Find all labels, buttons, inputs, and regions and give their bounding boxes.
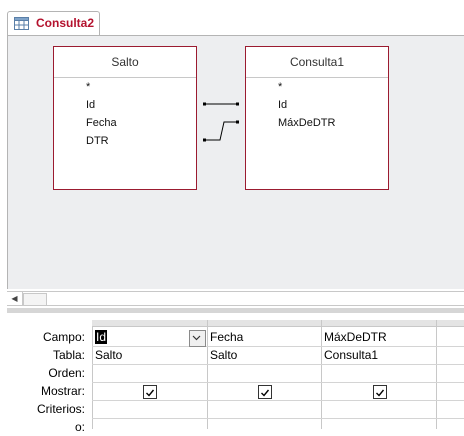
check-icon [261, 389, 270, 397]
row-label-o: o: [74, 420, 85, 434]
grid-cell-criterios-1[interactable] [92, 400, 209, 418]
pane-splitter[interactable] [7, 308, 464, 313]
grid-cell-orden-3[interactable] [321, 364, 439, 382]
grid-row-divider [92, 400, 464, 401]
mostrar-checkbox-2[interactable] [258, 385, 272, 399]
field-item-fecha[interactable]: Fecha [86, 117, 117, 129]
field-list-title[interactable]: Consulta1 [246, 47, 388, 78]
check-icon [376, 389, 385, 397]
grid-divider [321, 320, 322, 429]
campo-value[interactable]: Id [95, 330, 108, 344]
mostrar-checkbox-1[interactable] [143, 385, 157, 399]
grid-cell-orden-1[interactable] [92, 364, 209, 382]
row-label-tabla: Tabla: [52, 348, 85, 362]
query-grid-pane [7, 313, 464, 429]
column-selector-bar[interactable] [92, 320, 464, 327]
tab-label: Consulta2 [36, 16, 95, 30]
grid-cell-tabla-1[interactable]: Salto [95, 348, 123, 362]
grid-divider [436, 320, 437, 429]
row-label-orden: Orden: [48, 366, 85, 380]
row-label-criterios: Criterios: [36, 402, 85, 416]
scroll-left-icon[interactable]: ◀ [7, 292, 23, 305]
grid-cell-campo-3[interactable]: MáxDeDTR [324, 330, 387, 344]
row-label-mostrar: Mostrar: [40, 384, 85, 398]
grid-cell-criterios-3[interactable] [321, 400, 439, 418]
mostrar-checkbox-3[interactable] [373, 385, 387, 399]
grid-cell-campo-1[interactable]: Id [92, 328, 190, 346]
grid-row-divider [92, 382, 464, 383]
field-item-id[interactable]: Id [86, 99, 96, 111]
field-item-id[interactable]: Id [278, 99, 288, 111]
field-item-dtr[interactable]: DTR [86, 135, 109, 147]
field-list-consulta1[interactable]: Consulta1 * Id MáxDeDTR [245, 46, 389, 190]
grid-cell-campo-2[interactable]: Fecha [210, 330, 244, 344]
grid-row-divider [92, 346, 464, 347]
grid-divider [92, 327, 93, 429]
field-list-salto[interactable]: Salto * Id Fecha DTR [53, 46, 197, 190]
query-icon [14, 17, 29, 30]
row-label-campo: Campo: [42, 330, 85, 344]
grid-row-divider [92, 364, 464, 365]
grid-row-divider [92, 418, 464, 419]
grid-cell-orden-2[interactable] [207, 364, 324, 382]
field-item-all[interactable]: * [278, 81, 283, 93]
field-item-all[interactable]: * [86, 81, 91, 93]
campo-dropdown-button[interactable] [189, 330, 206, 347]
grid-cell-criterios-2[interactable] [207, 400, 324, 418]
horizontal-scrollbar[interactable]: ◀ [7, 291, 464, 306]
scroll-thumb[interactable] [23, 293, 47, 306]
field-item-maxdedtr[interactable]: MáxDeDTR [278, 117, 336, 129]
grid-cell-tabla-3[interactable]: Consulta1 [324, 348, 379, 362]
grid-divider [207, 320, 208, 429]
field-list-title[interactable]: Salto [54, 47, 196, 78]
check-icon [146, 389, 155, 397]
chevron-down-icon [192, 335, 201, 341]
tab-consulta2[interactable]: Consulta2 [7, 11, 100, 36]
grid-cell-tabla-2[interactable]: Salto [210, 348, 238, 362]
